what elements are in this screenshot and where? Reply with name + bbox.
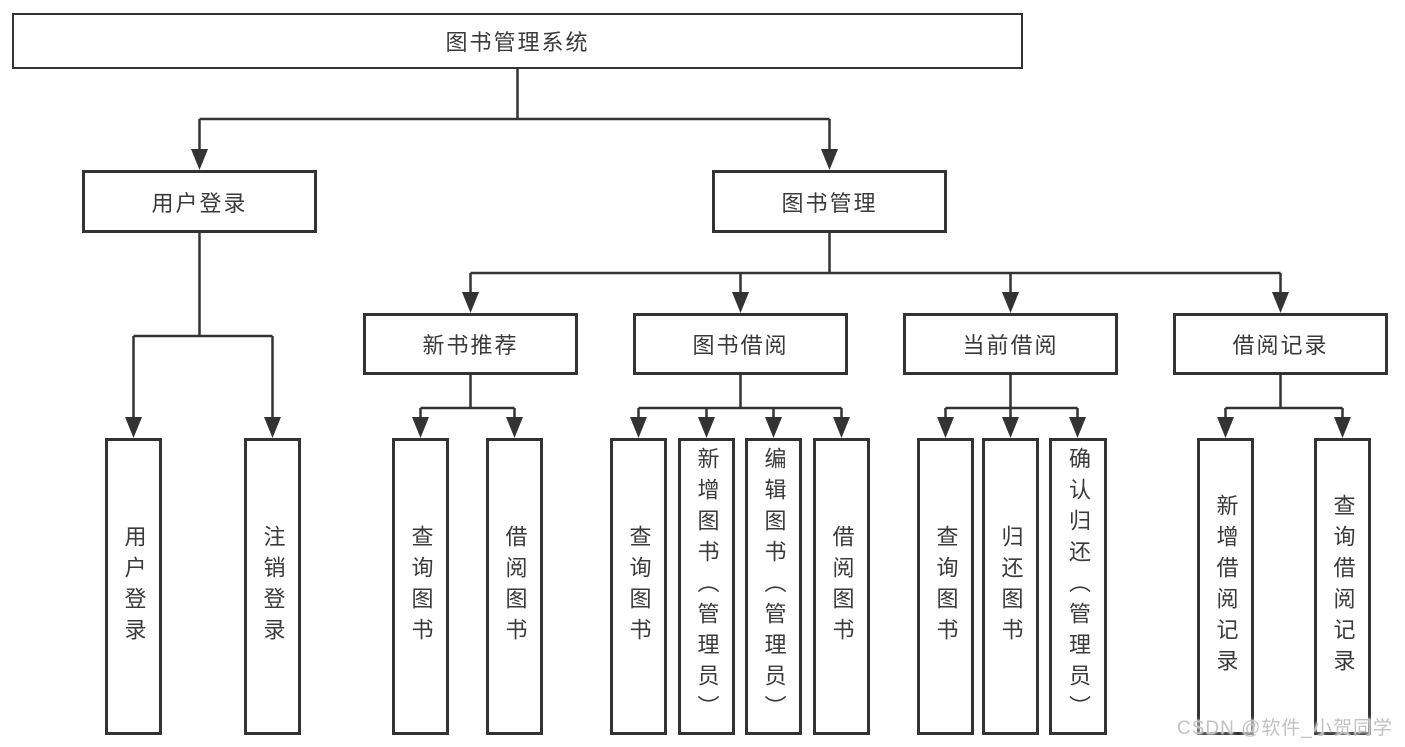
- node-label: 查询图书: [933, 524, 959, 649]
- csdn-watermark: CSDN @软件_小贺同学: [1177, 718, 1393, 739]
- leaf-user-login: 用户登录: [105, 438, 162, 735]
- node-label: 图书管理: [781, 190, 878, 216]
- leaf-borrow-books: 借阅图书: [813, 438, 870, 735]
- node-label: 图书借阅: [692, 333, 789, 358]
- leaf-add-borrow-record: 新增借阅记录: [1197, 438, 1254, 735]
- node-label: 借阅图书: [829, 524, 855, 649]
- node-label: 当前借阅: [962, 333, 1059, 358]
- node-library-system: 图书管理系统: [12, 13, 1023, 69]
- node-user-login: 用户登录: [82, 170, 317, 233]
- node-label: 查询图书: [408, 524, 434, 649]
- node-book-management: 图书管理: [712, 170, 947, 233]
- node-label: 编辑图书（管理员）: [761, 447, 787, 726]
- node-current-borrowing: 当前借阅: [903, 313, 1118, 375]
- node-borrowing-records: 借阅记录: [1173, 313, 1388, 375]
- node-label: 用户登录: [151, 190, 248, 216]
- node-label: 注销登录: [260, 524, 286, 649]
- node-label: 归还图书: [998, 524, 1024, 649]
- leaf-return-books: 归还图书: [982, 438, 1039, 735]
- node-label: 图书管理系统: [445, 30, 590, 55]
- node-label: 查询借阅记录: [1330, 493, 1356, 680]
- node-label: 借阅图书: [502, 524, 528, 649]
- leaf-query-books: 查询图书: [917, 438, 974, 735]
- node-label: 新增借阅记录: [1213, 493, 1239, 680]
- leaf-add-book-admin: 新增图书（管理员）: [678, 438, 735, 735]
- node-label: 新书推荐: [422, 333, 519, 358]
- node-label: 新增图书（管理员）: [694, 447, 720, 726]
- node-book-borrowing: 图书借阅: [633, 313, 848, 375]
- leaf-query-books: 查询图书: [392, 438, 449, 735]
- leaf-confirm-return-admin: 确认归还（管理员）: [1049, 438, 1107, 735]
- leaf-edit-book-admin: 编辑图书（管理员）: [745, 438, 802, 735]
- node-new-book-recommendation: 新书推荐: [363, 313, 578, 375]
- leaf-logout: 注销登录: [244, 438, 301, 735]
- node-label: 确认归还（管理员）: [1066, 447, 1091, 726]
- node-label: 用户登录: [121, 524, 147, 649]
- node-label: 查询图书: [626, 524, 652, 649]
- leaf-query-books: 查询图书: [610, 438, 667, 735]
- leaf-borrow-books: 借阅图书: [486, 438, 543, 735]
- leaf-query-borrow-record: 查询借阅记录: [1314, 438, 1371, 735]
- node-label: 借阅记录: [1232, 333, 1329, 358]
